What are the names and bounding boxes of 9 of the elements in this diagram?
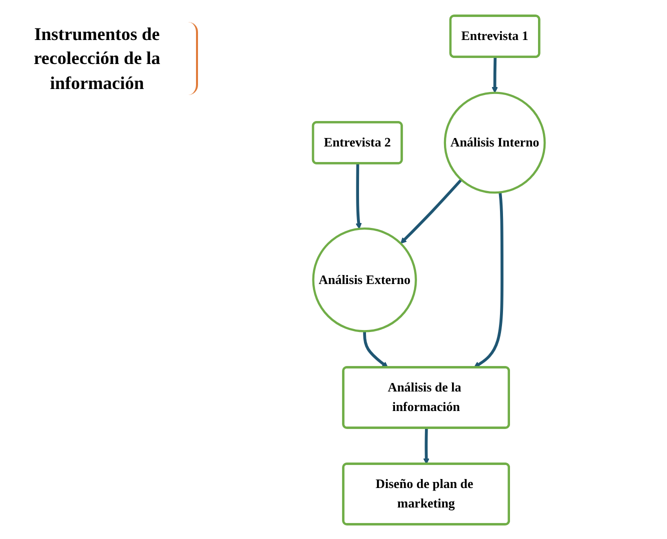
bracket-note: Instrumentos de recolección de la información: [8, 22, 198, 95]
arrow: [491, 56, 498, 93]
arrow: [362, 330, 388, 368]
arrow: [355, 163, 362, 229]
node-circle: Análisis Externo: [312, 227, 417, 332]
arrow: [400, 178, 462, 244]
arrow: [422, 428, 430, 464]
node-circle: Análisis Interno: [443, 91, 546, 194]
arrow: [473, 192, 504, 368]
